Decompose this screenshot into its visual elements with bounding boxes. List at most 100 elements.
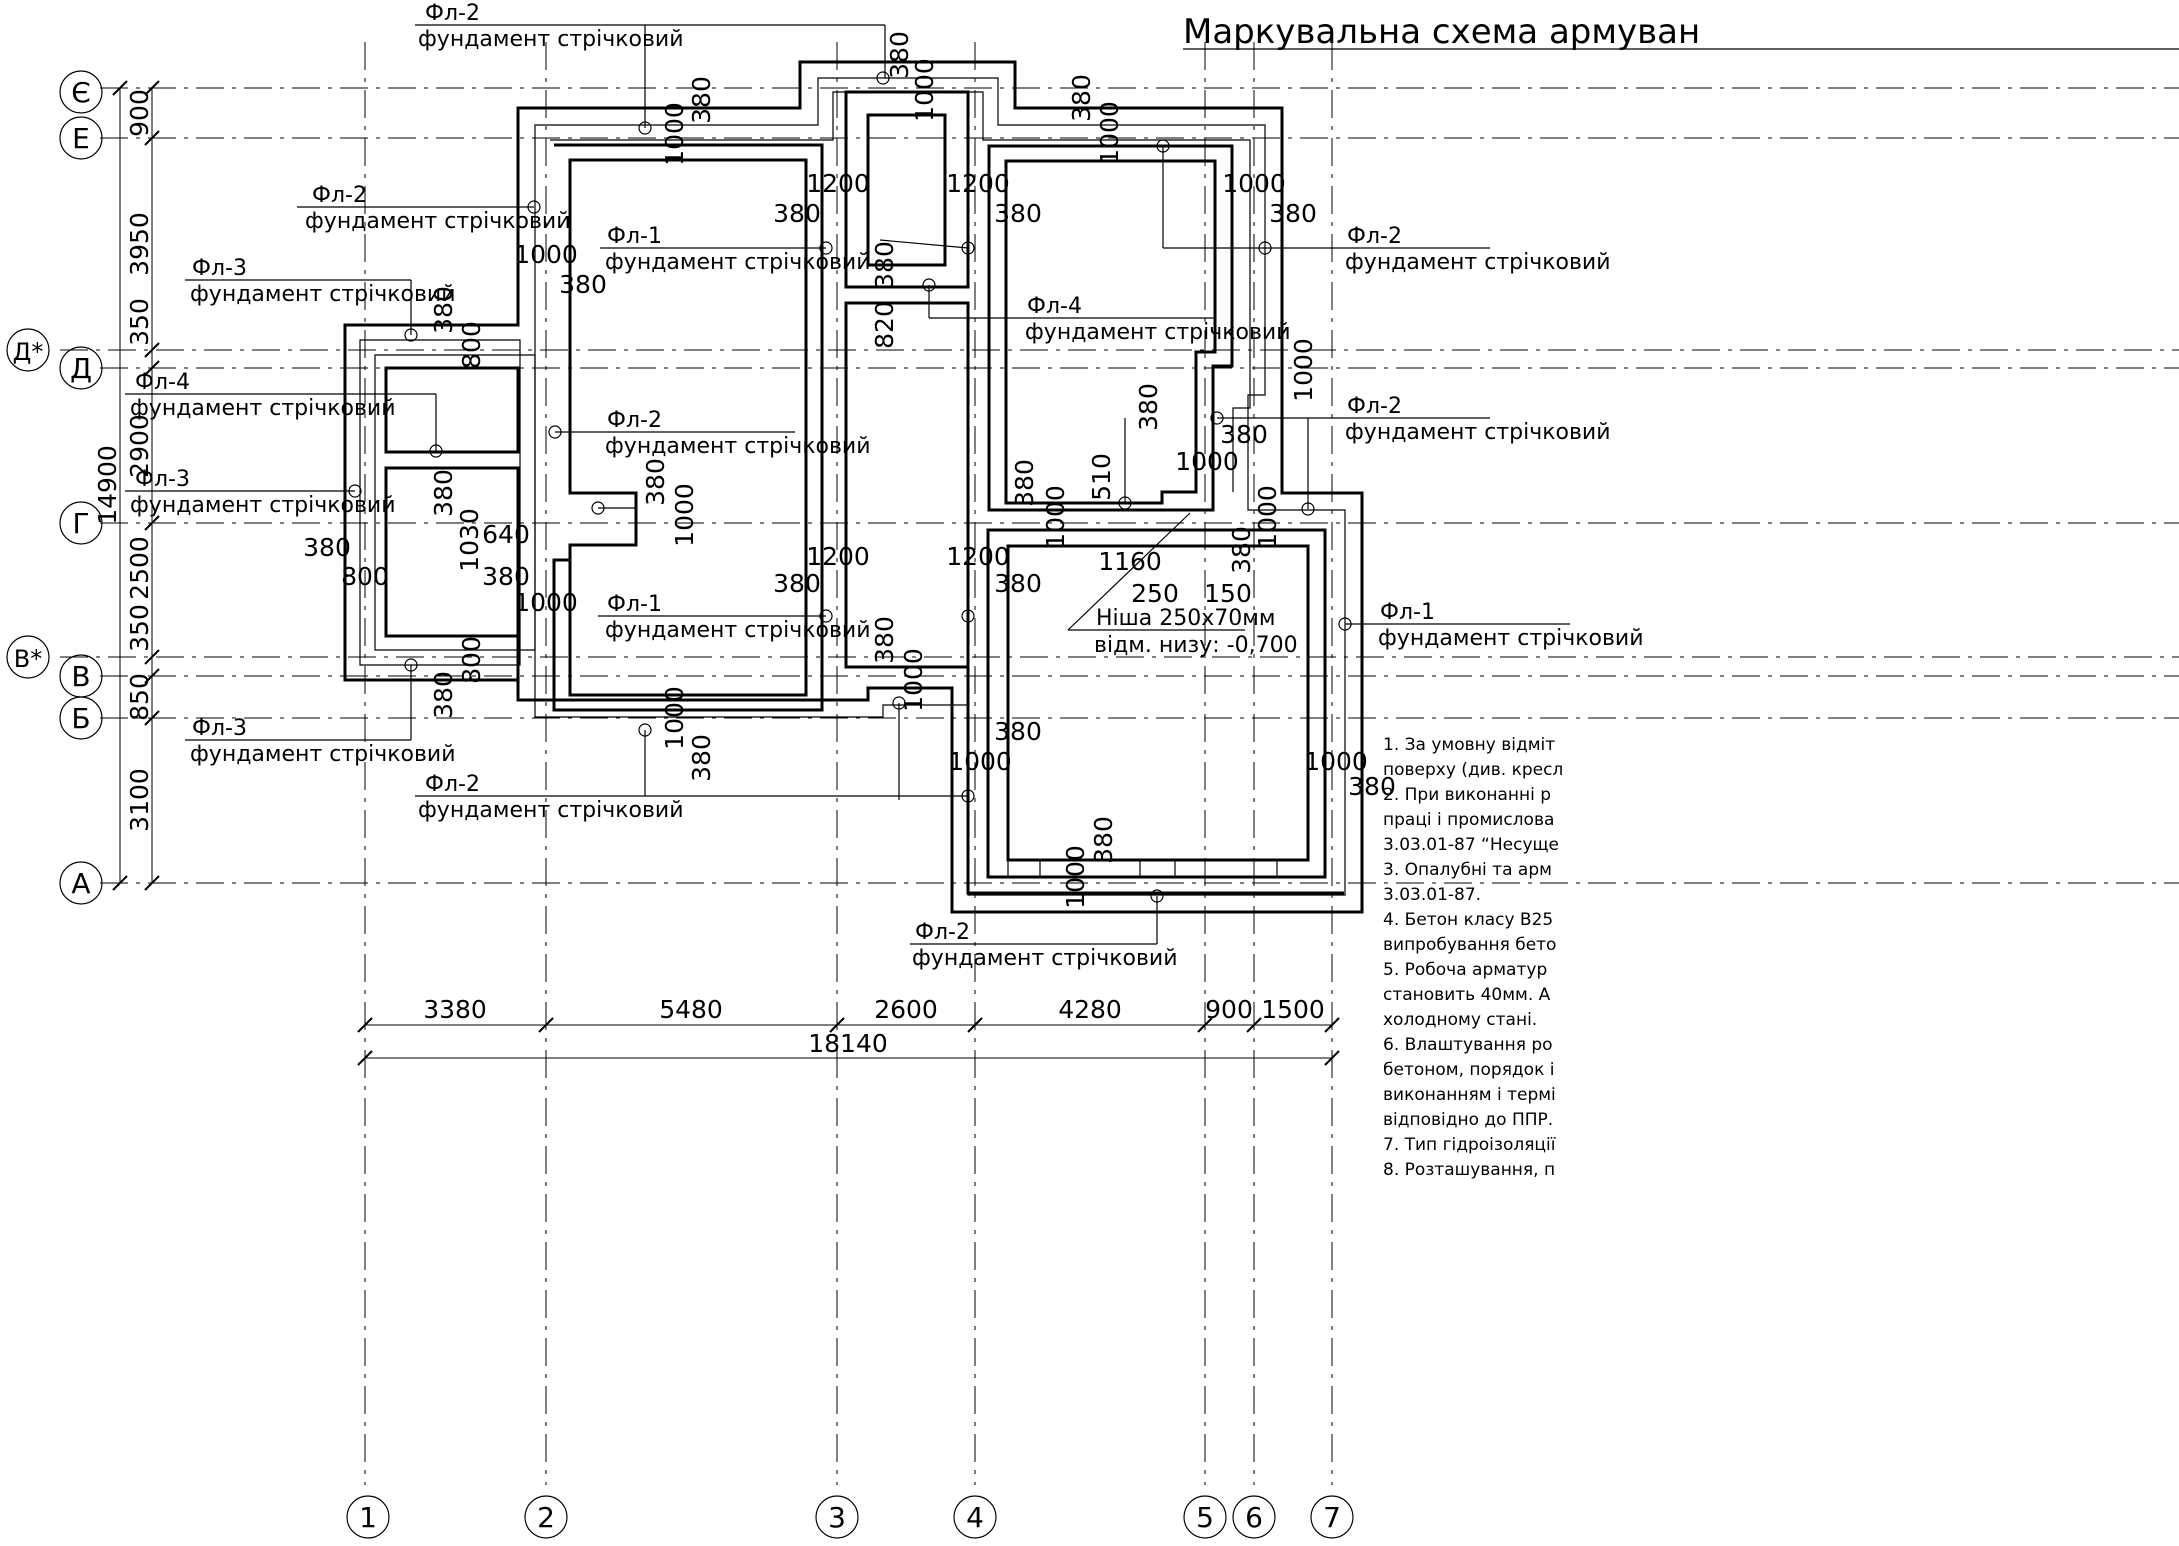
axis-bubble-b: Б — [59, 696, 103, 740]
svg-text:380: 380 — [559, 270, 607, 299]
svg-text:Фл-2: Фл-2 — [425, 1, 480, 26]
dim-left-0: 900 — [125, 89, 154, 137]
foundation-inner-outlines — [384, 90, 1344, 895]
svg-text:380: 380 — [641, 458, 670, 506]
note-line-10: становить 40мм. А — [1383, 985, 1551, 1005]
svg-text:фундамент стрічковий: фундамент стрічковий — [605, 618, 871, 643]
svg-text:1000: 1000 — [670, 483, 699, 547]
axis-bubble-5: 5 — [1183, 1495, 1227, 1539]
svg-text:4: 4 — [966, 1501, 984, 1534]
label-fl4-center: Фл-4 фундамент стрічковий — [1025, 294, 1291, 345]
svg-text:380: 380 — [1227, 526, 1256, 574]
svg-text:6: 6 — [1245, 1501, 1263, 1534]
svg-text:1000: 1000 — [910, 58, 939, 122]
svg-text:800: 800 — [457, 321, 486, 369]
axis-bubble-7: 7 — [1310, 1495, 1354, 1539]
svg-text:А: А — [71, 867, 90, 900]
svg-text:380: 380 — [885, 31, 914, 79]
dim-left-7: 3100 — [125, 768, 154, 832]
leader-lines — [125, 24, 1570, 945]
svg-text:1000: 1000 — [1175, 447, 1239, 476]
note-line-17: 8. Розташування, п — [1383, 1160, 1555, 1180]
svg-text:380: 380 — [1348, 772, 1396, 801]
horizontal-axis-lines — [60, 87, 2179, 884]
label-fl1-right: Фл-1 фундамент стрічковий — [1378, 600, 1644, 651]
note-line-7: 4. Бетон класу В25 — [1383, 910, 1553, 930]
note-line-6: 3.03.01-87. — [1383, 885, 1481, 905]
svg-text:фундамент стрічковий: фундамент стрічковий — [130, 493, 396, 518]
notes-block: 1. За умовну відміт поверху (див. кресл … — [1383, 735, 1563, 1180]
svg-text:820: 820 — [870, 301, 899, 349]
axis-bubble-6: 6 — [1232, 1495, 1276, 1539]
svg-text:Фл-3: Фл-3 — [135, 467, 190, 492]
dim-left-5: 350 — [125, 604, 154, 652]
svg-text:380: 380 — [1134, 383, 1163, 431]
dim-bottom-4: 900 — [1205, 995, 1253, 1024]
svg-text:Фл-2: Фл-2 — [607, 408, 662, 433]
label-fl1-lower: Фл-1 фундамент стрічковий — [605, 592, 871, 643]
dim-bottom-3: 4280 — [1058, 995, 1122, 1024]
axis-bubble-1: 1 — [346, 1495, 390, 1539]
note-line-11: холодному стані. — [1383, 1010, 1537, 1030]
dim-bottom-5: 1500 — [1261, 995, 1325, 1024]
svg-text:380: 380 — [429, 469, 458, 517]
svg-text:1000: 1000 — [1289, 338, 1318, 402]
svg-text:380: 380 — [1010, 459, 1039, 507]
label-fl2-left: Фл-2 фундамент стрічковий — [305, 183, 571, 234]
svg-text:Ніша 250х70мм: Ніша 250х70мм — [1096, 606, 1275, 631]
svg-text:В: В — [71, 660, 90, 693]
label-fl2-top: Фл-2 фундамент стрічковий — [418, 1, 684, 52]
vertical-axis-lines — [364, 42, 1333, 1485]
svg-text:Фл-2: Фл-2 — [1347, 224, 1402, 249]
label-fl4-left: Фл-4 фундамент стрічковий — [130, 370, 396, 421]
svg-text:3: 3 — [828, 1501, 846, 1534]
svg-text:380: 380 — [687, 76, 716, 124]
svg-text:5: 5 — [1196, 1501, 1214, 1534]
svg-text:Фл-2: Фл-2 — [312, 183, 367, 208]
svg-text:Фл-4: Фл-4 — [135, 370, 190, 395]
svg-text:7: 7 — [1323, 1501, 1341, 1534]
note-line-15: відповідно до ППР. — [1383, 1110, 1553, 1130]
svg-text:380: 380 — [870, 616, 899, 664]
dim-bottom-0: 3380 — [423, 995, 487, 1024]
svg-text:Фл-2: Фл-2 — [425, 772, 480, 797]
dim-bottom-total: 18140 — [808, 1029, 888, 1058]
axis-bubble-v: В — [59, 654, 103, 698]
svg-text:1160: 1160 — [1098, 547, 1162, 576]
note-line-0: 1. За умовну відміт — [1383, 735, 1555, 755]
svg-text:380: 380 — [687, 734, 716, 782]
dim-left-3: 2900 — [125, 414, 154, 478]
svg-text:380: 380 — [1089, 816, 1118, 864]
foundation-outer-outline — [343, 60, 1364, 914]
label-fl2-bottom-left: Фл-2 фундамент стрічковий — [418, 772, 684, 823]
svg-text:фундамент стрічковий: фундамент стрічковий — [605, 250, 871, 275]
svg-text:Фл-1: Фл-1 — [607, 224, 662, 249]
axis-bubble-2: 2 — [524, 1495, 568, 1539]
dim-left-2: 350 — [125, 298, 154, 346]
bottom-dimension-chain — [357, 1017, 1340, 1066]
note-line-1: поверху (див. кресл — [1383, 760, 1563, 780]
svg-text:1200: 1200 — [806, 169, 870, 198]
svg-text:Б: Б — [71, 702, 90, 735]
svg-text:фундамент стрічковий: фундамент стрічковий — [130, 396, 396, 421]
svg-text:1030: 1030 — [455, 508, 484, 572]
svg-text:фундамент стрічковий: фундамент стрічковий — [605, 434, 871, 459]
svg-text:1000: 1000 — [1304, 747, 1368, 776]
axis-bubble-g: Г — [59, 501, 103, 545]
note-line-5: 3. Опалубні та арм — [1383, 860, 1552, 880]
svg-text:380: 380 — [994, 569, 1042, 598]
dim-left-4: 2500 — [125, 536, 154, 600]
svg-text:фундамент стрічковий: фундамент стрічковий — [1378, 626, 1644, 651]
axis-bubble-3: 3 — [815, 1495, 859, 1539]
foundation-strip-inner-lines — [359, 77, 1346, 896]
svg-text:1000: 1000 — [660, 102, 689, 166]
svg-text:380: 380 — [870, 241, 899, 289]
svg-text:фундамент стрічковий: фундамент стрічковий — [1345, 250, 1611, 275]
note-line-16: 7. Тип гідроізоляції — [1383, 1135, 1556, 1155]
svg-text:Фл-1: Фл-1 — [607, 592, 662, 617]
dim-left-6: 850 — [125, 673, 154, 721]
note-line-3: праці і промислова — [1383, 810, 1554, 830]
svg-text:380: 380 — [429, 671, 458, 719]
svg-text:Фл-3: Фл-3 — [192, 256, 247, 281]
